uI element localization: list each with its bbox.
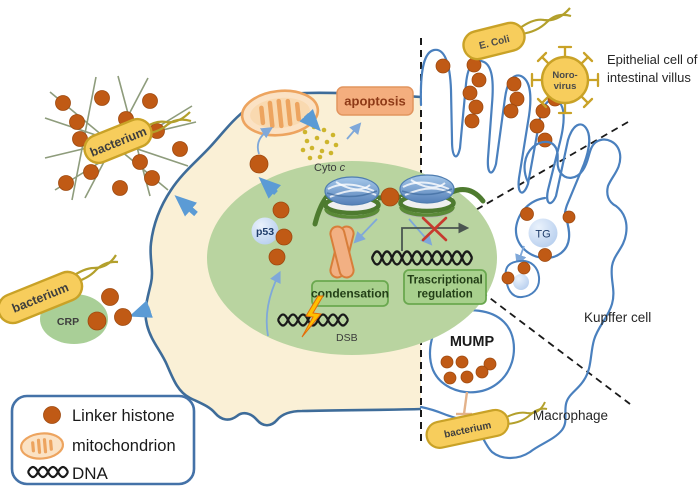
nucleus-export-arrow bbox=[258, 177, 282, 199]
norovirus-particle: Noro- virus bbox=[530, 45, 600, 115]
red-x-icon bbox=[421, 216, 448, 242]
nucleosome-left bbox=[323, 176, 381, 220]
cell-membrane bbox=[144, 91, 422, 427]
villi-linker-histone-dots bbox=[435, 57, 563, 148]
cytoc-to-apoptosis-arrow bbox=[346, 122, 362, 140]
cytochrome-c-dots bbox=[300, 124, 339, 161]
epithelial-label-line2: intestinal villus bbox=[607, 70, 691, 85]
crp-label: CRP bbox=[57, 316, 79, 328]
p53-protein bbox=[251, 217, 279, 245]
transcription-label-line1: Trascriptional bbox=[407, 275, 482, 287]
dna-icon bbox=[27, 465, 69, 479]
phagocytosed-bacterium: bacterium bbox=[425, 401, 548, 449]
mump-vesicle: MUMP bbox=[429, 309, 515, 394]
tg-label: TG bbox=[535, 229, 550, 241]
mitochondrion-icon bbox=[19, 432, 65, 460]
intestinal-villi-outline bbox=[419, 48, 591, 221]
chromatin-strand-exit bbox=[449, 187, 486, 204]
linker-histone-dot-icon bbox=[43, 406, 61, 424]
apoptosis-label: apoptosis bbox=[344, 94, 405, 109]
dsb-to-p53-arrow bbox=[265, 270, 281, 337]
norovirus-label-line1: Noro- bbox=[552, 70, 577, 81]
chromosome-icon bbox=[329, 225, 355, 279]
diagonal-dashed-divider-top bbox=[454, 121, 629, 223]
histone-to-mitochondrion-arrow bbox=[257, 127, 273, 155]
gene-dna-icon bbox=[370, 250, 474, 266]
extracellular-trap-net: bacterium bbox=[44, 75, 197, 201]
tg-particle: TG bbox=[520, 207, 576, 262]
mump-label: MUMP bbox=[450, 334, 495, 350]
p53-label: p53 bbox=[256, 226, 274, 238]
linker-histone-on-chromatin bbox=[380, 187, 400, 207]
nucleosome-right bbox=[398, 174, 456, 218]
transcription-arrow bbox=[401, 222, 470, 251]
condensation-label: condensation bbox=[311, 287, 389, 301]
net-linker-histone-dots bbox=[55, 90, 188, 196]
legend-box: Linker histone mitochondrion DNA bbox=[10, 394, 196, 486]
crp-secretion-arrow bbox=[129, 300, 153, 318]
apoptosis-box: apoptosis bbox=[336, 86, 414, 116]
nuclear-linker-histone-dots bbox=[268, 201, 293, 266]
kupffer-cell-outline bbox=[419, 138, 628, 460]
legend-label-linker-histone: Linker histone bbox=[72, 407, 175, 425]
legend-label-mitochondrion: mitochondrion bbox=[72, 437, 176, 455]
ecoli-bacterium: E. Coli bbox=[462, 7, 572, 61]
phagosome bbox=[501, 259, 541, 299]
flagella-icon bbox=[519, 7, 572, 36]
mitochondrion-release-arrow bbox=[299, 108, 321, 132]
arrow-to-transcription bbox=[408, 218, 433, 246]
lightning-bolt-icon bbox=[301, 295, 324, 338]
kupffer-cell-label: Kupffer cell bbox=[584, 310, 651, 325]
transport-arrows bbox=[129, 108, 321, 318]
cytoplasm-linker-histone-dot bbox=[249, 154, 269, 174]
dsb-label: DSB bbox=[336, 332, 358, 344]
legend-label-dna: DNA bbox=[72, 464, 109, 483]
macrophage-label: Macrophage bbox=[533, 408, 608, 423]
transcription-regulation-box: Trascriptional regulation bbox=[403, 269, 487, 305]
transcription-label-line2: regulation bbox=[417, 289, 473, 301]
arrow-to-condensation bbox=[353, 218, 378, 244]
condensation-box: condensation bbox=[311, 280, 389, 307]
norovirus-label-line2: virus bbox=[554, 81, 577, 92]
mump-bacterium-connector bbox=[456, 391, 472, 416]
flagella-icon bbox=[502, 401, 548, 425]
epithelial-label-line1: Epithelial cell of bbox=[607, 52, 698, 67]
membrane-export-arrow bbox=[174, 195, 198, 217]
mitochondrion-organelle bbox=[240, 89, 320, 137]
crp-bacterium-group: bacterium CRP bbox=[0, 254, 132, 344]
